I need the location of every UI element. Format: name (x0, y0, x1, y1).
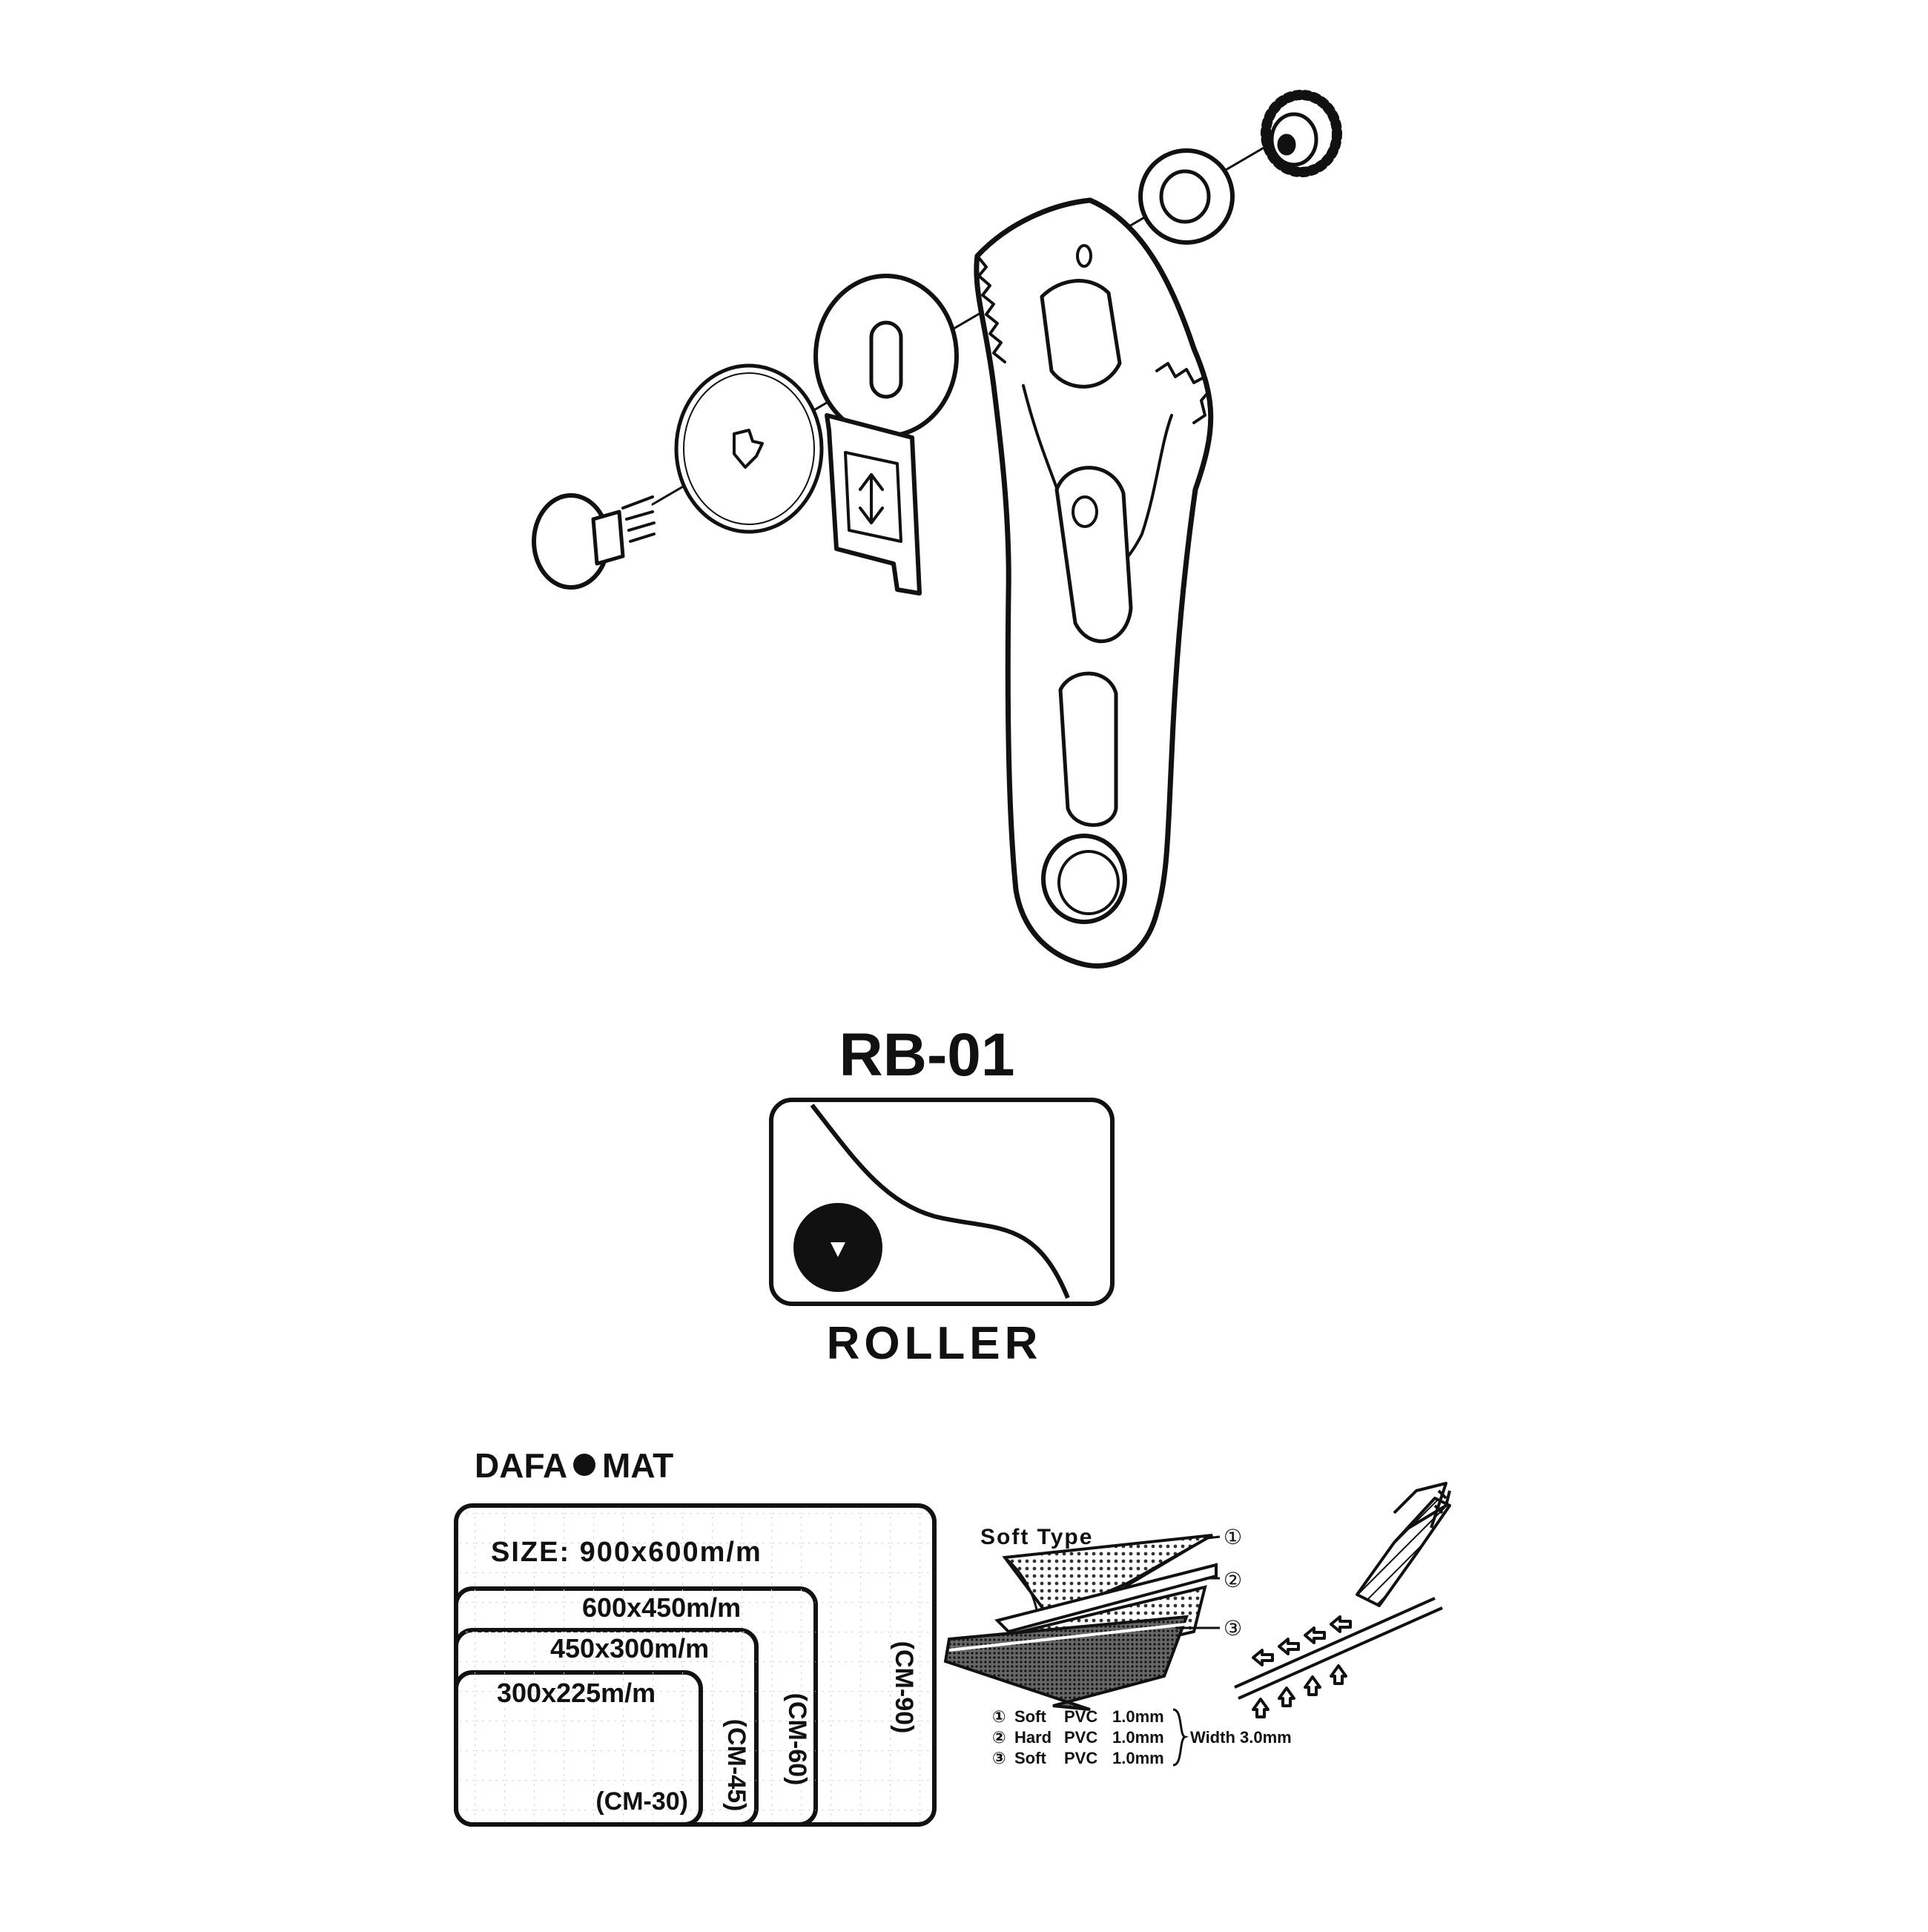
layer-spec-list: ① Soft PVC 1.0mm ② Hard PVC 1.0mm ③ Soft… (992, 1707, 1164, 1767)
layer-spec-kind: Soft (1014, 1749, 1046, 1767)
washer-icon (1138, 148, 1235, 245)
roller-blade-card (769, 1098, 1115, 1306)
layer-spec-thickness: 1.0mm (1112, 1728, 1164, 1747)
mat-layers-diagram: Soft Type ① ② ③ ① Soft PVC 1.0mm ② Hard … (943, 1525, 1292, 1767)
mat-sizes-diagram: SIZE: 900x600m/m (CM-90) 600x450m/m (CM-… (454, 1503, 937, 1827)
layer-marker: ② (1224, 1569, 1242, 1592)
mat-size-label: 450x300m/m (550, 1633, 709, 1664)
layer-2 (994, 1563, 1218, 1634)
layer-spec-material: PVC (1064, 1707, 1097, 1726)
layer-spec-marker: ① (992, 1707, 1006, 1726)
layer-3 (943, 1615, 1189, 1711)
exploded-cutter-illustration (532, 90, 1342, 969)
layer-marker: ① (1224, 1526, 1242, 1549)
blade-guard-icon (813, 274, 959, 596)
brace-icon (1172, 1708, 1189, 1767)
mat-brand: DAFA MAT (475, 1446, 673, 1485)
layer-marker: ③ (1224, 1617, 1242, 1640)
layer-spec-marker: ② (992, 1728, 1006, 1747)
layer-spec-material: PVC (1064, 1749, 1097, 1767)
mat-code-label: (CM-60) (783, 1693, 811, 1786)
mat-size-label: 600x450m/m (582, 1592, 741, 1623)
mat-code-label: (CM-45) (722, 1719, 750, 1812)
mat-size-label: 300x225m/m (497, 1678, 656, 1708)
layer-spec-marker: ③ (992, 1749, 1006, 1767)
mat-code-label: (CM-90) (890, 1641, 918, 1734)
layer-spec-kind: Soft (1014, 1707, 1046, 1726)
brand-right: MAT (602, 1446, 673, 1485)
arrow-icon (1252, 1615, 1352, 1666)
circular-blade-icon (674, 363, 824, 534)
total-width: Width 3.0mm (1190, 1728, 1292, 1747)
mat-size-label: SIZE: 900x600m/m (491, 1537, 762, 1568)
blade-curve (810, 1104, 1070, 1299)
self-healing-illustration (1234, 1482, 1451, 1718)
arrow-icon (1252, 1664, 1347, 1718)
layer-spec-thickness: 1.0mm (1112, 1749, 1164, 1767)
layer-type-label: Soft Type (980, 1525, 1093, 1549)
layer-1 (1002, 1534, 1213, 1619)
model-number: RB-01 (839, 1021, 1015, 1089)
mat-code-label: (CM-30) (595, 1787, 688, 1816)
layer-spec-thickness: 1.0mm (1112, 1707, 1164, 1726)
brand-left: DAFA (475, 1446, 567, 1485)
knurled-nut-icon (1261, 90, 1342, 177)
layer-spec-material: PVC (1064, 1728, 1097, 1747)
blade-label: ROLLER (827, 1318, 1043, 1369)
layer-spec-kind: Hard (1014, 1728, 1052, 1747)
bolt-icon (532, 493, 656, 590)
cutter-handle-icon (974, 197, 1214, 969)
brand-dot-icon (573, 1454, 595, 1476)
